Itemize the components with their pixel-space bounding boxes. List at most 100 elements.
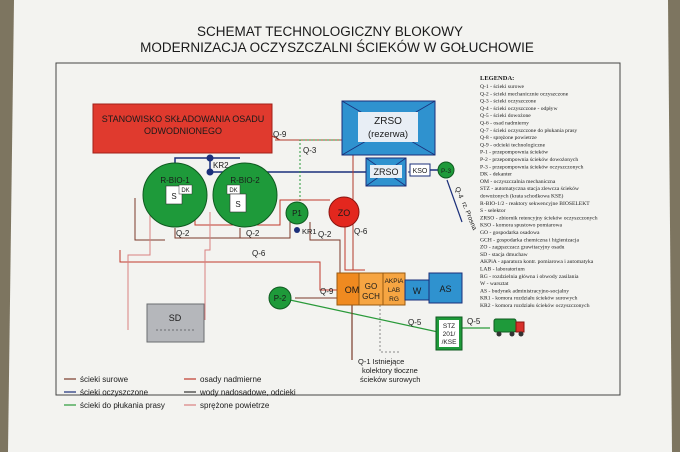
key-supernatant-label: wody nadosadowe, odcieki bbox=[199, 388, 296, 397]
kso-label: KSO bbox=[413, 168, 428, 175]
zo-label: ZO bbox=[338, 208, 351, 218]
legend-item: ZRSO - zbiornik retencyjny ścieków oczys… bbox=[480, 215, 598, 221]
q1-label-3: ścieków surowych bbox=[360, 375, 420, 384]
p3-pump bbox=[437, 161, 455, 179]
stz-label-2: 201/ bbox=[443, 331, 456, 338]
r-bio-1-selector-label: S bbox=[171, 192, 176, 201]
q1-label-2: kolektory tłoczne bbox=[362, 366, 418, 375]
legend-item: P-1 - przepompownia ścieków bbox=[480, 150, 549, 156]
q6-right-label: Q-6 bbox=[354, 227, 368, 236]
kr2-label: KR2 bbox=[213, 161, 229, 170]
legend-item: SD - stacja dmuchaw bbox=[480, 252, 529, 258]
zrso-reserve-label-1: ZRSO bbox=[374, 116, 402, 127]
q9-top-label: Q-9 bbox=[273, 130, 287, 139]
legend-item: W - warsztat bbox=[480, 281, 509, 287]
q2-left-label: Q-2 bbox=[176, 229, 190, 238]
as-block bbox=[428, 272, 463, 304]
flow-labels: Q-9 Q-3 Q-2 Q-2 Q-2 Q-6 Q-6 Q-9 Q-5 Q-5 bbox=[176, 130, 481, 327]
legend-item: AKPiA - aparatura kontr. pomiarowa i aut… bbox=[480, 259, 594, 265]
go-gch-block bbox=[358, 272, 384, 306]
legend-item: S - selektor bbox=[480, 208, 506, 214]
as-label: AS bbox=[439, 284, 451, 294]
go-label: GO bbox=[365, 282, 377, 291]
akpia-label: AKPiA bbox=[385, 278, 404, 285]
sd-label: SD bbox=[169, 313, 182, 323]
zo-thickener bbox=[328, 196, 360, 228]
header-subtitle: MODERNIZACJA OCZYSZCZALNI ŚCIEKÓW W GOŁU… bbox=[140, 40, 534, 55]
air-line-2 bbox=[204, 212, 211, 320]
kr1-label: KR1 bbox=[302, 227, 317, 236]
legend-item: Q-2 - ścieki mechanicznie oczyszczone bbox=[480, 91, 569, 97]
q1-label-1: Q-1 Istniejące bbox=[358, 357, 404, 366]
legend-item: Q-3 - ścieki oczyszczone bbox=[480, 99, 537, 105]
legend-item: KSO - komora spustowo pomiarowa bbox=[480, 223, 563, 229]
legend-item: DK - dekanter bbox=[480, 172, 512, 178]
kso-block bbox=[409, 163, 431, 177]
legend-item: LAB - laboratorium bbox=[480, 267, 525, 273]
kr2-junction-2 bbox=[206, 168, 214, 176]
r-bio-2-selector bbox=[229, 193, 247, 213]
legend-item: P-3 - przepompownia ścieków oczyszczonyc… bbox=[480, 164, 584, 170]
key-raw-label: ścieki surowe bbox=[80, 375, 129, 384]
sd-blower-station bbox=[146, 303, 205, 343]
rg-line bbox=[379, 305, 400, 353]
sludge-storage-label-2: ODWODNIONEGO bbox=[144, 126, 222, 136]
stz-label-3: /KSE bbox=[442, 339, 457, 346]
r-bio-1-selector bbox=[165, 185, 183, 205]
rg-label: RG bbox=[389, 296, 399, 303]
q3-label: Q-3 bbox=[303, 146, 317, 155]
legend-item: ZO - zagęszczacz grawitacyjny osadu bbox=[480, 245, 565, 251]
r-bio-2-label: R-BIO-2 bbox=[230, 176, 260, 185]
kr1-junction bbox=[294, 227, 300, 233]
p2-label: P-2 bbox=[274, 294, 287, 303]
tanker-truck-icon bbox=[493, 318, 525, 337]
p2-pump bbox=[268, 286, 292, 310]
sludge-storage-block bbox=[92, 103, 273, 154]
q2-mid-line bbox=[239, 222, 291, 239]
p3-label: P-3 bbox=[441, 168, 452, 175]
lab-label: LAB bbox=[388, 287, 400, 294]
q6-mid-label: Q-6 bbox=[252, 249, 266, 258]
r-bio-2-decanter-label: DK bbox=[229, 188, 237, 194]
key-air-label: sprężone powietrze bbox=[200, 401, 270, 410]
q2-right-line bbox=[309, 222, 341, 275]
header-title: SCHEMAT TECHNOLOGICZNY BLOKOWY bbox=[197, 24, 463, 39]
q4-outflow-line bbox=[446, 179, 463, 223]
key-sludge-label: osady nadmierne bbox=[200, 375, 262, 384]
legend-item: GO - gospodarka osadowa bbox=[480, 230, 540, 236]
rinse-line bbox=[299, 139, 340, 205]
gch-label: GCH bbox=[362, 292, 380, 301]
legend-item: GCH - gospodarka chemiczna i higienizacj… bbox=[480, 237, 579, 243]
legend-item: R-BIO-1/2 - reaktory sekwencyjne BIOSELE… bbox=[480, 201, 590, 207]
legend-item: AS - budynek administracyjno-socjalny bbox=[480, 288, 569, 294]
legend-item: Q-6 - osad nadmierny bbox=[480, 121, 529, 127]
legend-title: LEGENDA: bbox=[480, 75, 514, 82]
stz-label-1: STZ bbox=[443, 323, 455, 330]
line-key: ścieki surowe ścieki oczyszczone ścieki … bbox=[64, 375, 296, 410]
legend-item: Q-5 - ścieki dowożone bbox=[480, 113, 531, 119]
legend-item: Q-9 - odcieki technologiczne bbox=[480, 142, 546, 148]
zrso-reserve-label-bg bbox=[358, 112, 418, 142]
q2-left-line bbox=[174, 228, 240, 239]
legend-item: OM - oczyszczalnia mechaniczna bbox=[480, 179, 556, 185]
q9-om-label: Q-9 bbox=[320, 287, 334, 296]
om-label: OM bbox=[345, 285, 360, 295]
legend-item: Q-1 - ścieki surowe bbox=[480, 84, 524, 90]
p1-label: P1 bbox=[292, 209, 302, 218]
q4-label: Q-4 bbox=[453, 186, 464, 200]
q5-right-label: Q-5 bbox=[467, 317, 481, 326]
air-line-1 bbox=[127, 210, 151, 330]
legend-item: P-2 - przepompownia ścieków dowożonych bbox=[480, 157, 578, 163]
zrso-label: ZRSO bbox=[373, 167, 398, 177]
sd-riser-line bbox=[134, 198, 165, 241]
q5-line bbox=[289, 299, 439, 333]
r-bio-1-label: R-BIO-1 bbox=[160, 176, 190, 185]
q2-mid-label: Q-2 bbox=[246, 229, 260, 238]
w-label: W bbox=[413, 286, 422, 296]
r-bio-2-selector-label: S bbox=[235, 200, 240, 209]
sludge-storage-label-1: STANOWISKO SKŁADOWANIA OSADU bbox=[102, 114, 265, 124]
legend-item: STZ - automatyczna stacja zlewcza ściekó… bbox=[480, 186, 580, 192]
legend-item: dowożonych (krata schodkowa KSE) bbox=[480, 193, 564, 200]
